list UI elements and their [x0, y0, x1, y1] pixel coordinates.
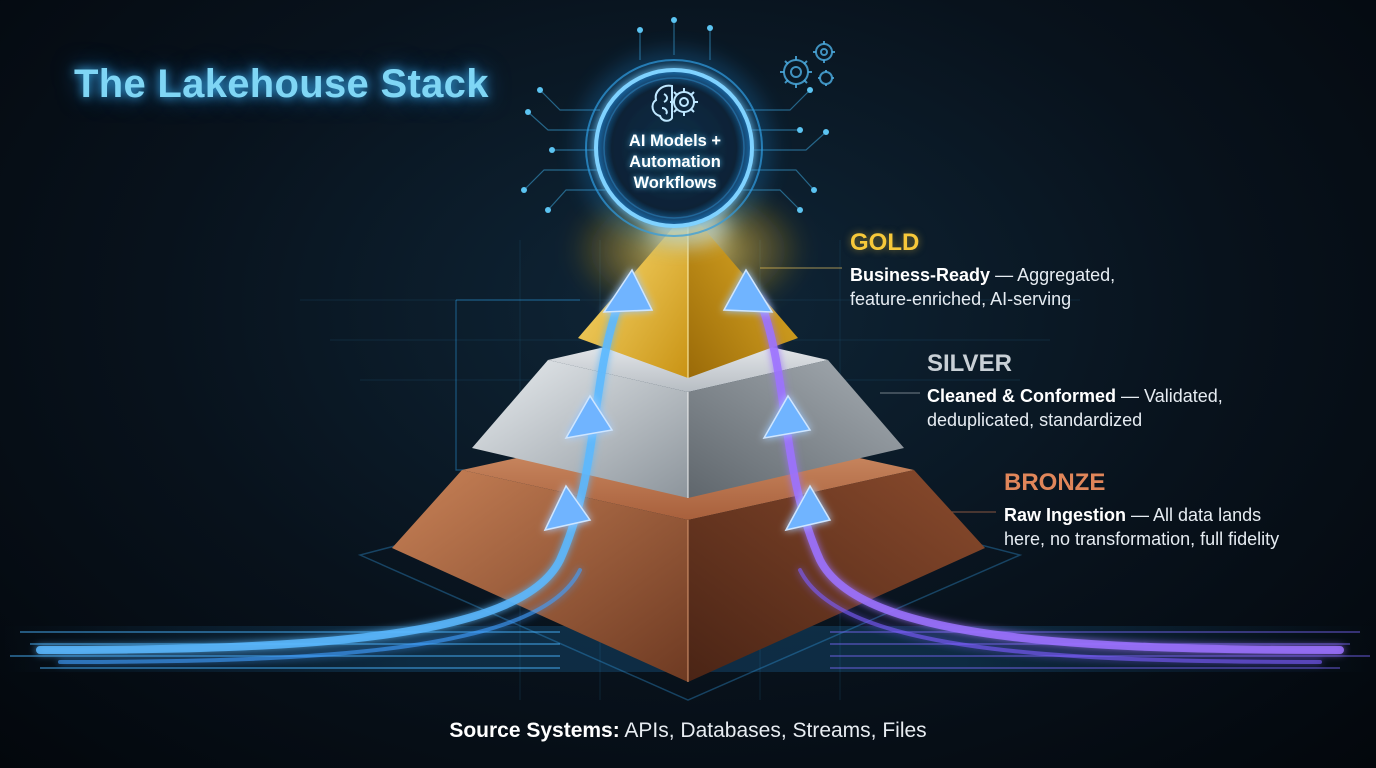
tier-name: SILVER	[927, 350, 1012, 377]
ai-hub	[576, 50, 772, 246]
tier-desc-rest: — Validated,	[1116, 386, 1223, 406]
tier-lead: Raw Ingestion	[1004, 505, 1127, 525]
ai-hub-line: Workflows	[633, 174, 717, 192]
ai-hub-line: AI Models +	[628, 132, 722, 150]
tier-desc-rest: — All data lands	[1126, 505, 1262, 525]
tier-desc-line2: deduplicated, standardized	[927, 410, 1143, 430]
tier-name: GOLD	[850, 229, 920, 256]
ai-hub-label: AI Models + Automation Workflows	[590, 131, 760, 194]
tier-lead: Business-Ready	[850, 265, 991, 285]
tier-desc-rest: — Aggregated,	[990, 265, 1116, 285]
tier-lead: Cleaned & Conformed	[927, 386, 1117, 406]
silver-tier-label: SILVER Cleaned & Conformed — Validated, …	[927, 350, 1223, 432]
tier-desc-line2: here, no transformation, full fidelity	[1004, 529, 1280, 549]
circuit-nodes	[521, 17, 829, 213]
tier-description: Business-Ready — Aggregated, feature-enr…	[850, 263, 1115, 311]
bronze-tier-label: BRONZE Raw Ingestion — All data lands he…	[1004, 469, 1279, 551]
page-title: The Lakehouse Stack	[74, 62, 489, 106]
tier-desc-line2: feature-enriched, AI-serving	[850, 289, 1072, 309]
tier-description: Cleaned & Conformed — Validated, dedupli…	[927, 384, 1223, 432]
tier-description: Raw Ingestion — All data lands here, no …	[1004, 503, 1279, 551]
data-flow-arrows	[36, 268, 1344, 664]
brain-icon	[651, 84, 698, 122]
ai-hub-line: Automation	[629, 153, 721, 171]
source-systems-caption: Source Systems: APIs, Databases, Streams…	[0, 719, 1376, 743]
gold-tier-label: GOLD Business-Ready — Aggregated, featur…	[850, 229, 1115, 311]
tier-name: BRONZE	[1004, 469, 1106, 496]
source-list: APIs, Databases, Streams, Files	[619, 719, 927, 742]
source-lead: Source Systems:	[449, 719, 620, 742]
gear-icon	[780, 41, 835, 88]
